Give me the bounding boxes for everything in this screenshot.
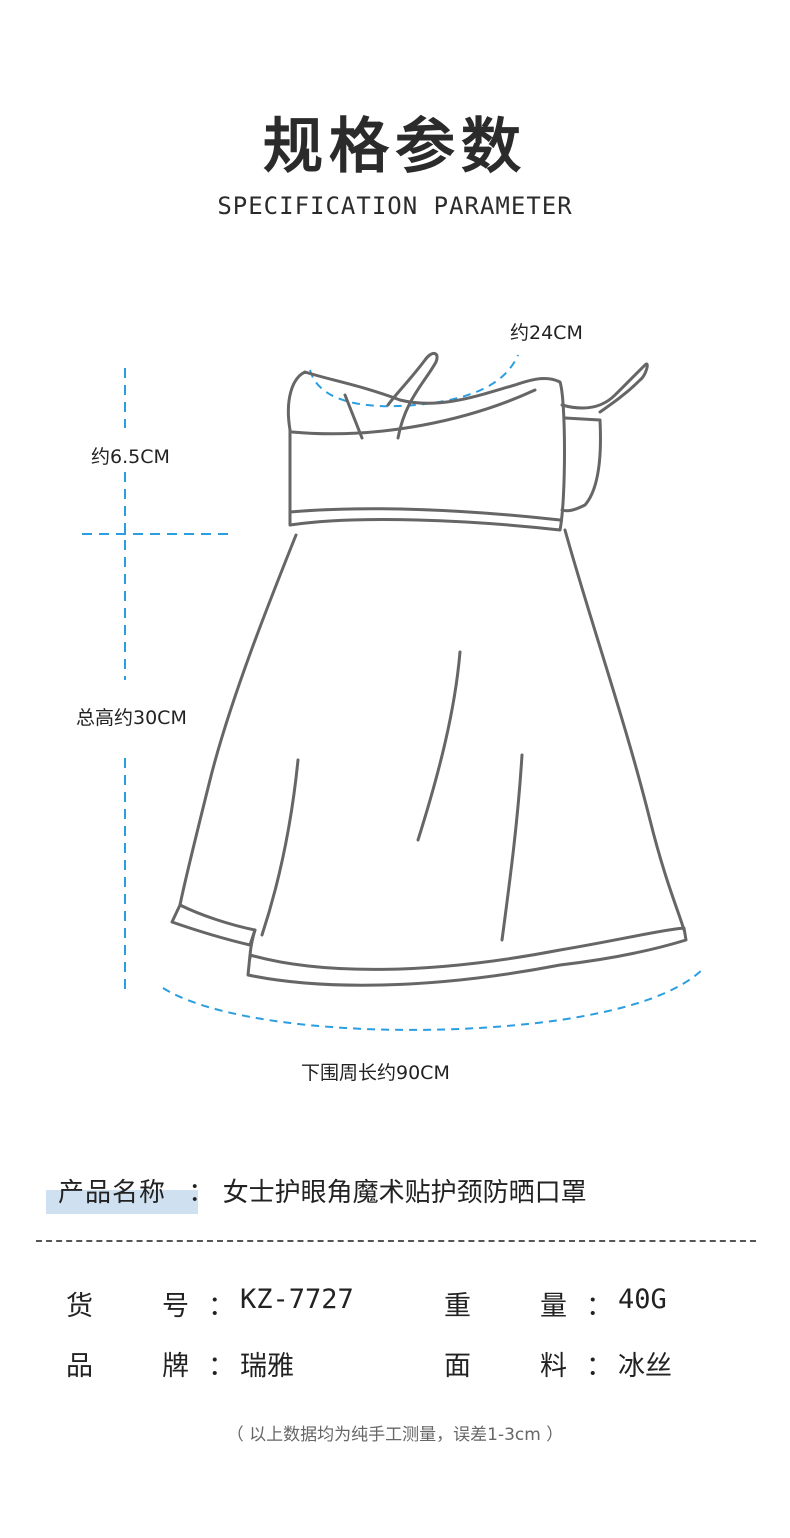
measurement-note: （ 以上数据均为纯手工测量，误差1-3cm ） — [226, 1425, 564, 1445]
spec-label: 号 — [162, 1291, 189, 1322]
hem-guide-arc — [162, 969, 703, 1031]
page-title: 规格参数 — [263, 112, 527, 182]
top-height-label: 约6.5CM — [91, 446, 170, 468]
spec-separator: ： — [208, 1291, 235, 1322]
total-height-label: 总高约30CM — [76, 707, 187, 729]
spec-separator: ： — [208, 1351, 235, 1382]
mask-outline — [170, 352, 688, 987]
spec-label: 货 — [66, 1291, 93, 1322]
spec-label: 料 — [540, 1351, 567, 1382]
spec-label: 品 — [66, 1351, 93, 1382]
dashed-divider — [36, 1240, 756, 1242]
bottom-circumference-label: 下围周长约90CM — [301, 1062, 450, 1084]
strap-length-label: 约24CM — [510, 322, 583, 344]
spec-separator: ： — [586, 1351, 613, 1382]
spec-label: 重 — [444, 1291, 471, 1322]
name-label-highlight — [46, 1190, 198, 1214]
spec-separator: ： — [586, 1291, 613, 1322]
product-diagram — [82, 352, 703, 1031]
spec-label: 牌 — [162, 1351, 189, 1382]
spec-value: 瑞雅 — [240, 1351, 294, 1382]
product-name-separator: ： — [188, 1178, 215, 1208]
spec-value: KZ-7727 — [240, 1284, 354, 1315]
spec-label: 面 — [444, 1351, 471, 1382]
product-name-value: 女士护眼角魔术贴护颈防晒口罩 — [222, 1178, 587, 1208]
page-subtitle: SPECIFICATION PARAMETER — [217, 192, 573, 220]
product-name-row: 产品名称 ： 女士护眼角魔术贴护颈防晒口罩 — [58, 1172, 587, 1209]
spec-value: 40G — [618, 1284, 667, 1315]
product-name-label: 产品名称 — [58, 1178, 167, 1208]
strap-guide-arc — [309, 354, 519, 408]
spec-value: 冰丝 — [618, 1351, 672, 1382]
spec-label: 量 — [540, 1291, 567, 1322]
